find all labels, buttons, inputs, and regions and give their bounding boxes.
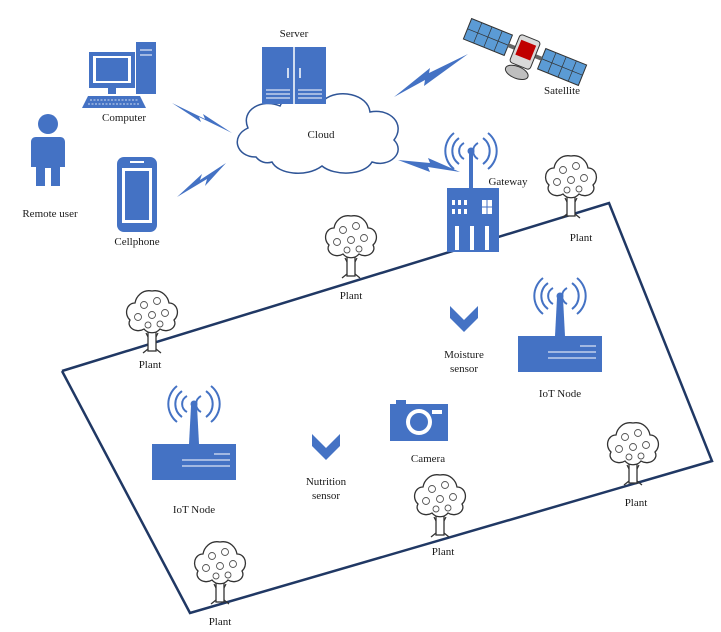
person-icon xyxy=(31,114,65,186)
computer-label: Computer xyxy=(102,112,146,124)
tree-icon xyxy=(606,422,660,486)
plant-label: Plant xyxy=(138,359,162,371)
server-label: Server xyxy=(279,28,309,40)
cloud-icon xyxy=(236,92,399,174)
computer-icon xyxy=(82,42,156,108)
plant-label: Plant xyxy=(569,232,593,244)
gateway-icon xyxy=(444,132,499,252)
satellite-label: Satellite xyxy=(543,85,581,97)
iot-node-icon xyxy=(518,278,602,372)
plant-label: Plant xyxy=(339,290,363,302)
cellphone-label: Cellphone xyxy=(114,236,160,248)
camera-icon xyxy=(390,400,448,441)
nutrition-sensor-label: Nutrition sensor xyxy=(305,476,347,502)
camera-label: Camera xyxy=(410,453,446,465)
server-icon xyxy=(262,47,326,104)
cloud-label: Cloud xyxy=(307,129,335,141)
cellphone-icon xyxy=(117,157,157,232)
iot-node-label: IoT Node xyxy=(538,388,582,400)
field-boundary xyxy=(60,201,714,615)
tree-icon xyxy=(125,290,179,354)
plant-label: Plant xyxy=(208,616,232,628)
tree-icon xyxy=(413,474,467,538)
sensor-icon xyxy=(450,306,478,332)
satellite-icon xyxy=(462,17,588,87)
sensor-icon xyxy=(312,434,340,460)
iot-node-label: IoT Node xyxy=(172,504,216,516)
plant-label: Plant xyxy=(431,546,455,558)
tree-icon xyxy=(324,215,378,279)
gateway-label: Gateway xyxy=(488,176,528,188)
lightning-link-icon xyxy=(172,54,468,197)
remote-user-label: Remote user xyxy=(22,208,78,220)
moisture-sensor-label: Moisture sensor xyxy=(444,349,484,375)
plant-label: Plant xyxy=(624,497,648,509)
iot-node-icon xyxy=(152,386,236,480)
tree-icon xyxy=(193,541,247,605)
